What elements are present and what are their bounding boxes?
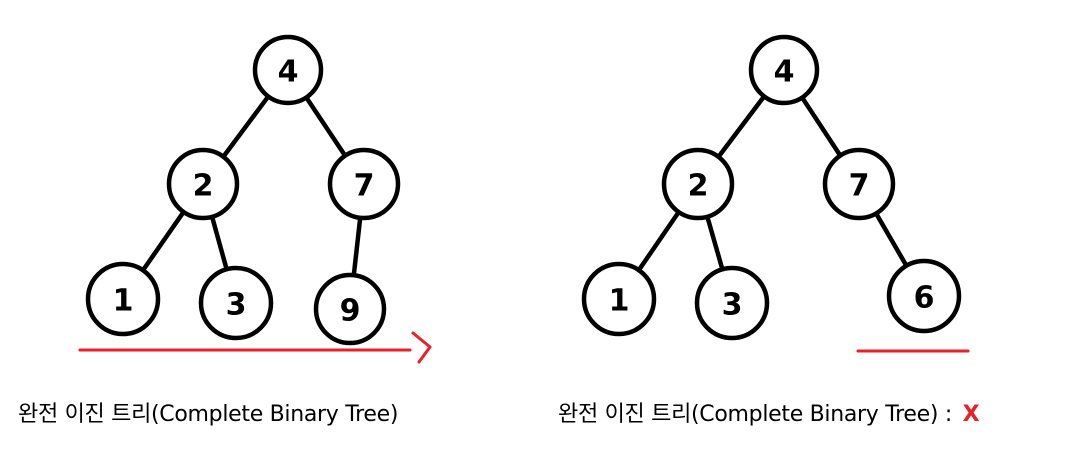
node-label: 7 [849,169,870,204]
tree-node: 3 [198,265,274,341]
node-label: 7 [354,169,375,204]
tree-edge [716,94,767,160]
tree-node: 2 [661,147,735,221]
verdict-x: X [962,402,980,427]
complete-binary-tree-caption: 완전 이진 트리(Complete Binary Tree) [18,396,398,428]
node-label: 4 [774,55,795,90]
node-circle [694,265,770,341]
node-circle [85,261,161,337]
node-circle [313,272,387,346]
tree-edge [873,211,909,268]
tree-node: 3 [694,265,770,341]
caption-text: 완전 이진 트리(Complete Binary Tree) : [558,402,959,427]
tree-edge [140,209,186,273]
tree-node: 7 [327,147,401,221]
node-circle [748,34,820,106]
node-circle [886,258,962,334]
nodes-layer: 4 2 7 1 3 9 4 2 7 1 3 6 [85,34,962,346]
tree-edge [209,214,229,272]
node-label: 9 [340,294,361,329]
node-circle [252,34,324,106]
tree-edge [705,214,725,272]
tree-node: 4 [748,34,820,106]
tree-node: 1 [85,261,161,337]
node-circle [661,147,735,221]
node-circle [198,265,274,341]
node-label: 3 [226,288,247,323]
node-label: 1 [609,284,630,319]
node-label: 3 [722,288,743,323]
node-circle [581,261,657,337]
tree-node: 6 [886,258,962,334]
node-label: 6 [914,281,935,316]
node-label: 2 [193,169,214,204]
tree-edge [636,209,681,273]
node-label: 4 [278,55,299,90]
node-circle [822,147,896,221]
tree-edge [351,215,363,278]
caption-text: 완전 이진 트리(Complete Binary Tree) [18,402,399,427]
tree-edge [221,94,271,159]
left-to-right-order-arrow [78,331,432,364]
node-label: 1 [113,284,134,319]
node-circle [327,147,401,221]
edges-layer [140,94,909,278]
tree-node: 7 [822,147,896,221]
tree-node: 4 [252,34,324,106]
tree-edge [304,95,348,158]
tree-node: 1 [581,261,657,337]
node-label: 2 [688,169,709,204]
not-complete-binary-tree-caption: 완전 이진 트리(Complete Binary Tree) : X [558,396,980,428]
tree-node: 9 [313,272,387,346]
tree-edge [799,95,843,158]
tree-node: 2 [166,147,240,221]
node-circle [166,147,240,221]
